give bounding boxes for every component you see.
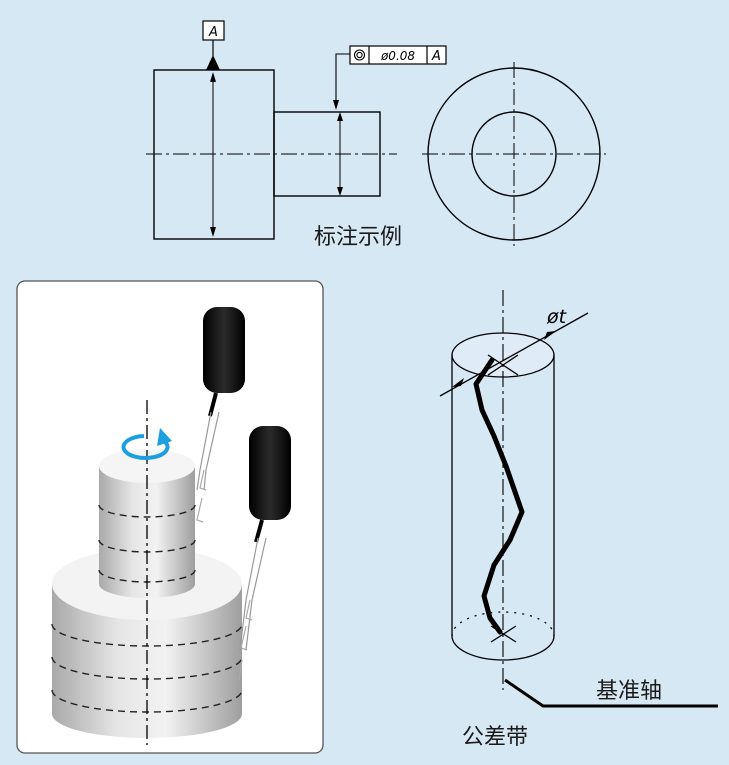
datum-triangle — [206, 55, 220, 70]
actual-axis-path — [473, 357, 525, 635]
tolerance-zone-label: 公差带 — [462, 725, 528, 750]
fcf-tolerance: ø0.08 — [380, 49, 415, 63]
engineering-drawing: A ø0.08 A — [146, 20, 606, 246]
rotation-arrow-icon — [121, 428, 172, 460]
stepped-cylinder-3d — [51, 400, 243, 745]
drawing-caption: 标注示例 — [314, 225, 402, 250]
concentricity-symbol — [353, 49, 366, 61]
tolerance-zone-cylinder — [439, 290, 589, 690]
probe-lower — [238, 426, 291, 681]
diameter-label: øt — [546, 306, 568, 328]
probe-upper — [196, 307, 245, 523]
datum-letter: A — [208, 25, 218, 40]
axis-leader — [504, 678, 718, 708]
datum-axis-label: 基准轴 — [596, 679, 662, 704]
fcf-frame — [349, 45, 447, 65]
fcf-datum: A — [431, 49, 441, 64]
